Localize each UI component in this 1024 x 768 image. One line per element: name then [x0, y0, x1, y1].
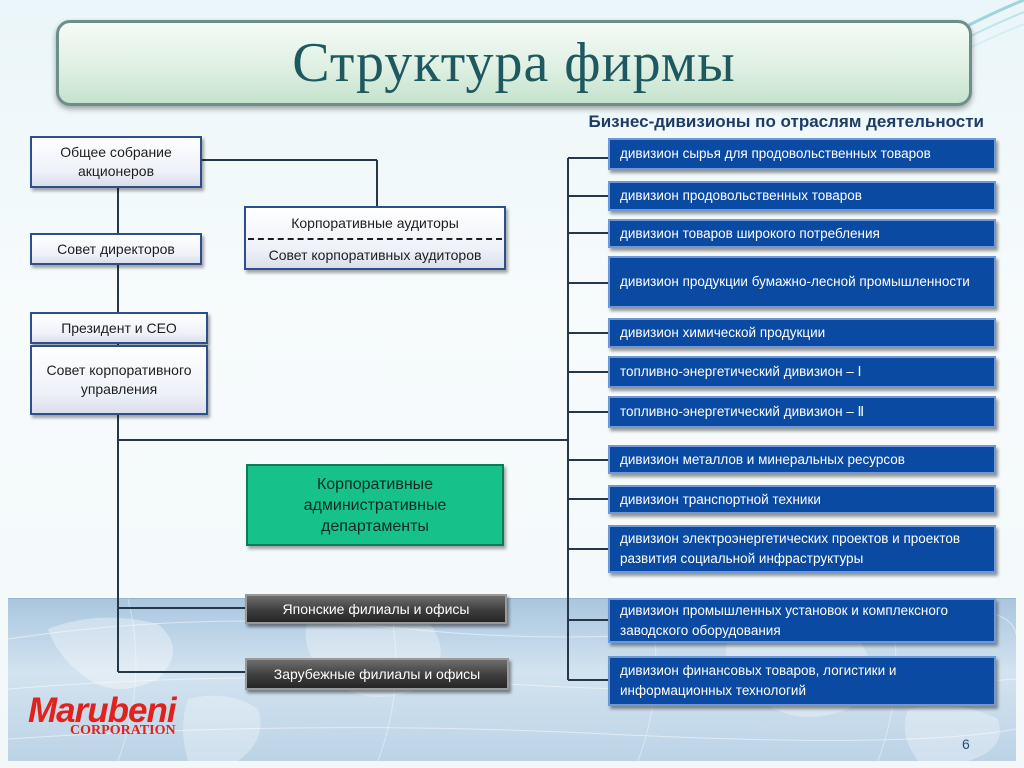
- division-energy-2: топливно-энергетический дивизион – Ⅱ: [608, 396, 996, 428]
- auditors-divider: [248, 238, 502, 240]
- division-finance-logistics-it: дивизион финансовых товаров, логистики и…: [608, 656, 996, 706]
- marubeni-logo: Marubeni CORPORATION: [28, 691, 177, 738]
- division-consumer-goods: дивизион товаров широкого потребления: [608, 219, 996, 248]
- page-title: Структура фирмы: [292, 32, 736, 94]
- division-energy-1: топливно-энергетический дивизион – Ⅰ: [608, 356, 996, 388]
- logo-name: Marubeni: [28, 691, 177, 730]
- overseas-offices-box: Зарубежные филиалы и офисы: [245, 658, 509, 690]
- shareholders-meeting-box: Общее собрание акционеров: [30, 136, 202, 188]
- title-banner: Структура фирмы: [56, 20, 972, 106]
- page-number: 6: [962, 736, 970, 752]
- corporate-auditors-box: Корпоративные аудиторы Совет корпоративн…: [244, 206, 506, 270]
- japan-offices-box: Японские филиалы и офисы: [245, 594, 507, 624]
- division-transport-machinery: дивизион транспортной техники: [608, 485, 996, 514]
- board-of-directors-box: Совет директоров: [30, 233, 202, 265]
- division-food-raw-materials: дивизион сырья для продовольственных тов…: [608, 138, 996, 170]
- admin-departments-box: Корпоративные административные департаме…: [246, 464, 504, 546]
- logo-corporation: CORPORATION: [70, 723, 176, 738]
- president-ceo-box: Президент и CEO: [30, 312, 208, 344]
- division-chemicals: дивизион химической продукции: [608, 318, 996, 348]
- division-forest-products: дивизион продукции бумажно-лесной промыш…: [608, 256, 996, 308]
- corporate-governance-box: Совет корпоративного управления: [30, 345, 208, 415]
- division-power-infrastructure: дивизион электроэнергетических проектов …: [608, 525, 996, 573]
- division-metals: дивизион металлов и минеральных ресурсов: [608, 445, 996, 474]
- auditors-board-label: Совет корпоративных аудиторов: [268, 247, 482, 263]
- corporate-auditors-label: Корпоративные аудиторы: [291, 215, 459, 231]
- division-food-products: дивизион продовольственных товаров: [608, 181, 996, 211]
- division-plant-equipment: дивизион промышленных установок и компле…: [608, 598, 996, 643]
- divisions-subtitle: Бизнес-дивизионы по отраслям деятельност…: [588, 112, 985, 131]
